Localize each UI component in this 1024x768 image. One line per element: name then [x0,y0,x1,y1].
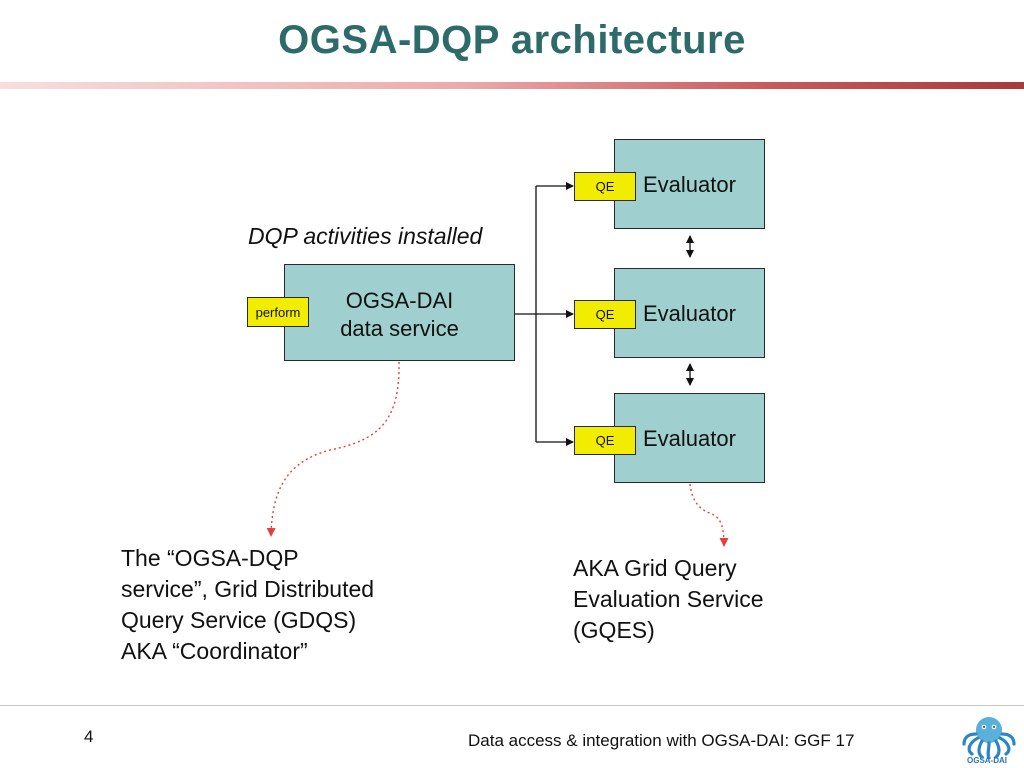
slide-title: OGSA-DQP architecture [278,18,746,62]
caption-line: AKA Grid Query [573,555,737,581]
evaluator-label: Evaluator [643,172,736,197]
footer-text: Data access & integration with OGSA-DAI:… [468,731,855,750]
caption-line: service”, Grid Distributed [121,576,375,602]
gqes-caption: AKA Grid Query Evaluation Service (GQES) [573,553,764,646]
evaluator-box-1: Evaluator [614,139,765,229]
pointer-gqes [689,483,729,547]
service-label-line2: data service [340,316,459,341]
evaluator-label: Evaluator [643,426,736,451]
ogsa-dai-service-box: OGSA-DAI data service [284,264,515,361]
caption-line: (GQES) [573,617,655,643]
caption-line: The “OGSA-DQP [121,545,299,571]
qe-tag: QE [574,172,636,201]
caption-line: AKA “Coordinator” [121,638,308,664]
footer-divider [0,705,1024,706]
evaluator-label: Evaluator [643,301,736,326]
evaluator-box-2: Evaluator [614,268,765,358]
pointer-coordinator [266,361,400,537]
caption-line: Evaluation Service [573,586,764,612]
caption-line: Query Service (GDQS) [121,607,357,633]
qe-tag: QE [574,300,636,329]
octopus-logo-icon [962,717,1016,760]
logo-text: OGSA-DAI [967,756,1007,765]
installed-activities-label: DQP activities installed [248,223,483,249]
perform-tag: perform [247,297,309,327]
qe-tag: QE [574,426,636,455]
evaluator-box-3: Evaluator [614,393,765,483]
title-divider [0,82,1024,89]
service-label-line1: OGSA-DAI [345,288,454,313]
page-number: 4 [84,727,94,746]
coordinator-caption: The “OGSA-DQP service”, Grid Distributed… [121,543,374,667]
